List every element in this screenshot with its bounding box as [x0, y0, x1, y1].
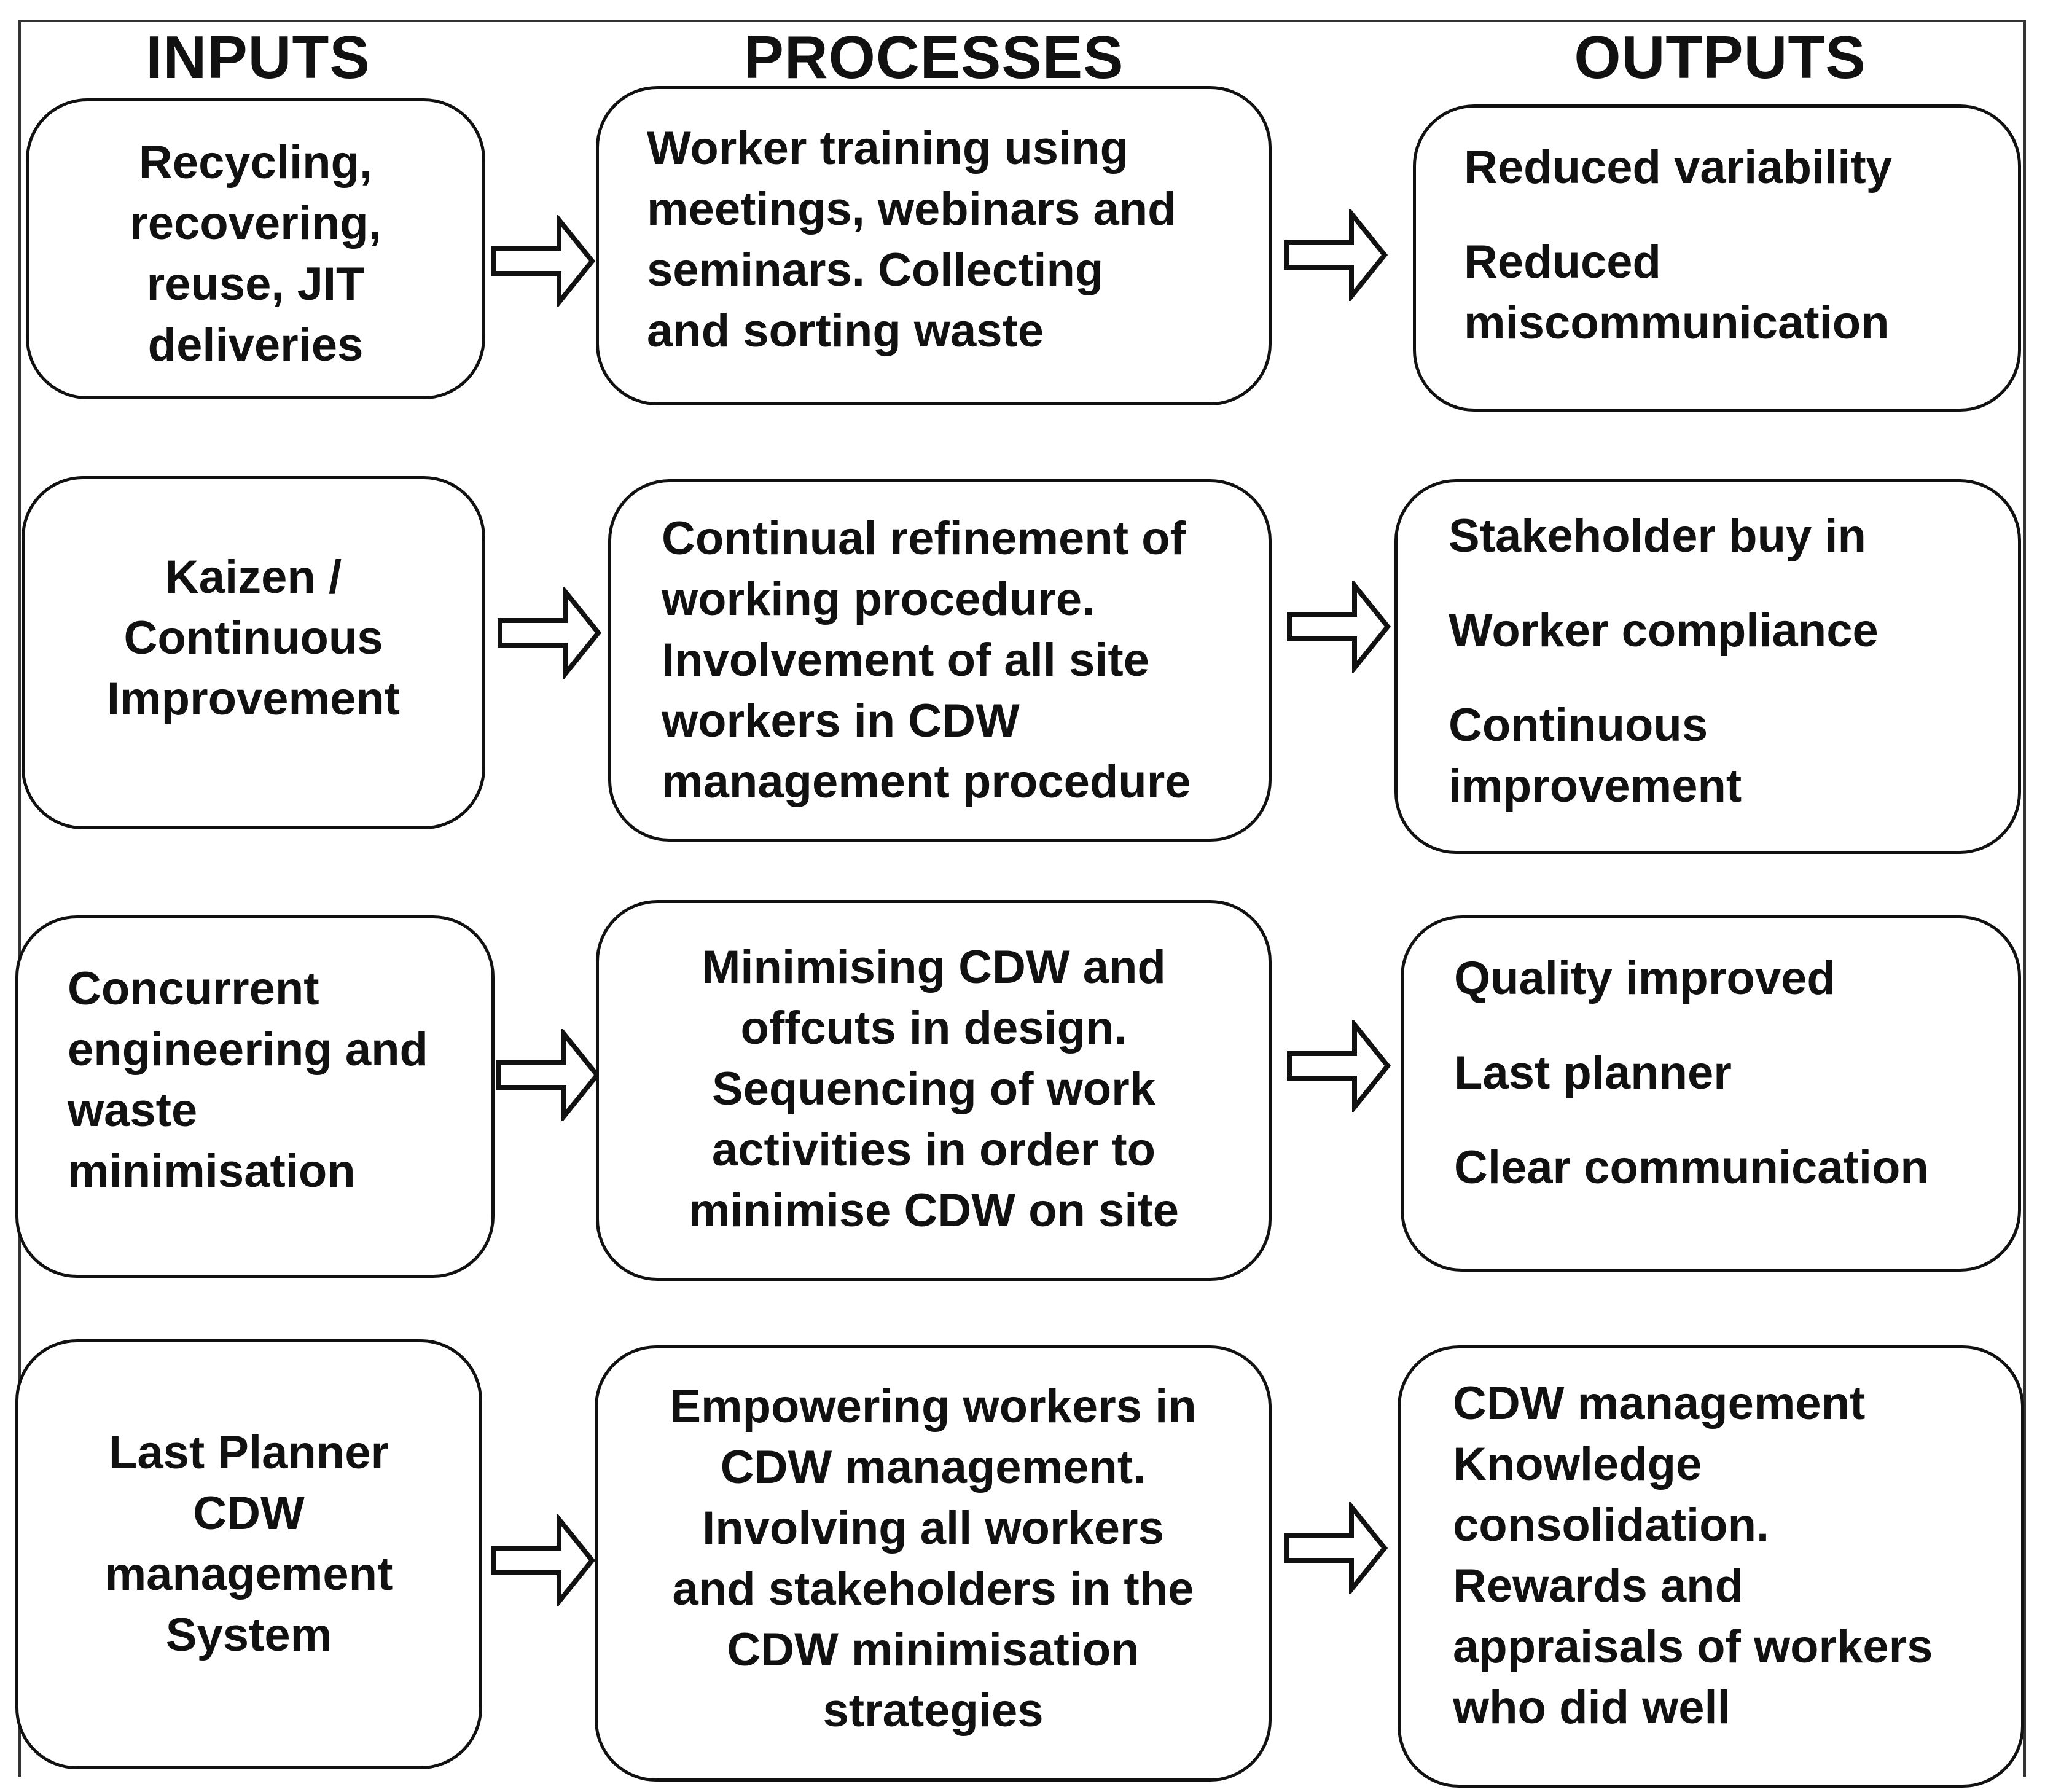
output-item: Quality improved	[1454, 952, 1836, 1004]
text-line: Continual refinement of	[662, 512, 1186, 565]
text-line: working procedure.	[662, 573, 1095, 625]
input-text-2: Kaizen / Continuous Improvement	[25, 547, 482, 729]
process-box-3: Minimising CDW and offcuts in design. Se…	[596, 900, 1272, 1281]
output-item: Continuous	[1449, 699, 1708, 751]
text-line: and stakeholders in the	[672, 1563, 1194, 1615]
text-line: engineering and	[68, 1023, 428, 1076]
arrow-right-icon	[498, 587, 602, 679]
text-line: strategies	[823, 1684, 1044, 1737]
text-line: management procedure	[662, 756, 1191, 808]
text-line: Worker training using	[647, 122, 1129, 174]
text-line: deliveries	[147, 319, 364, 371]
output-item: miscommunication	[1464, 297, 1890, 349]
input-text-3: Concurrent engineering and waste minimis…	[68, 958, 428, 1202]
text-line: management	[104, 1548, 393, 1600]
output-box-3: Quality improved Last planner Clear comm…	[1401, 915, 2021, 1272]
output-item: Worker compliance	[1449, 605, 1879, 657]
input-box-3: Concurrent engineering and waste minimis…	[15, 915, 495, 1278]
text-line: Minimising CDW and	[702, 941, 1166, 993]
text-line: Recycling,	[138, 136, 373, 189]
input-text-1: Recycling, recovering, reuse, JIT delive…	[29, 132, 482, 375]
output-item: Stakeholder buy in	[1449, 510, 1866, 562]
text-line: System	[165, 1609, 332, 1661]
text-line: Involvement of all site	[662, 634, 1149, 686]
output-text-2: Stakeholder buy in Worker compliance Con…	[1449, 506, 1879, 816]
processes-header: PROCESSES	[743, 23, 1124, 91]
text-line: appraisals of workers	[1453, 1621, 1933, 1673]
output-item: Reduced variability	[1464, 141, 1892, 194]
output-item: Reduced	[1464, 236, 1661, 288]
text-line: Rewards and	[1453, 1560, 1744, 1612]
text-line: Last Planner	[108, 1426, 389, 1479]
output-item: Last planner	[1454, 1047, 1732, 1099]
text-line: workers in CDW	[662, 695, 1020, 747]
text-line: CDW management.	[720, 1441, 1146, 1493]
text-line: Improvement	[106, 673, 401, 725]
text-line: Kaizen /	[165, 551, 342, 603]
text-line: minimise CDW on site	[688, 1184, 1179, 1237]
text-line: Empowering workers in	[670, 1380, 1197, 1433]
process-text-3: Minimising CDW and offcuts in design. Se…	[599, 937, 1269, 1241]
input-box-2: Kaizen / Continuous Improvement	[22, 476, 485, 829]
output-text-3: Quality improved Last planner Clear comm…	[1454, 948, 1929, 1198]
text-line: Knowledge	[1453, 1438, 1702, 1490]
text-line: CDW minimisation	[727, 1624, 1140, 1676]
arrow-right-icon	[1287, 581, 1391, 673]
text-line: offcuts in design.	[740, 1002, 1127, 1054]
text-line: consolidation.	[1453, 1499, 1770, 1551]
arrow-right-icon	[1284, 209, 1388, 301]
input-box-1: Recycling, recovering, reuse, JIT delive…	[26, 98, 485, 399]
process-text-4: Empowering workers in CDW management. In…	[598, 1376, 1269, 1741]
process-box-4: Empowering workers in CDW management. In…	[595, 1345, 1272, 1782]
text-line: waste	[68, 1084, 198, 1137]
output-item: improvement	[1449, 760, 1742, 812]
text-line: Sequencing of work	[711, 1063, 1156, 1115]
text-line: and sorting waste	[647, 305, 1044, 357]
text-line: Concurrent	[68, 963, 319, 1015]
text-line: CDW	[193, 1487, 305, 1540]
text-line: minimisation	[68, 1145, 356, 1197]
outputs-header: OUTPUTS	[1574, 23, 1866, 91]
arrow-right-icon	[496, 1029, 601, 1121]
arrow-right-icon	[491, 1514, 596, 1606]
text-line: meetings, webinars and	[647, 183, 1176, 235]
output-item: Clear communication	[1454, 1141, 1929, 1194]
text-line: Continuous	[123, 612, 383, 664]
input-text-4: Last Planner CDW management System	[18, 1422, 479, 1665]
process-text-1: Worker training using meetings, webinars…	[647, 118, 1176, 361]
input-box-4: Last Planner CDW management System	[15, 1339, 482, 1769]
arrow-right-icon	[491, 215, 596, 307]
text-line: reuse, JIT	[146, 258, 365, 310]
output-text-4: CDW management Knowledge consolidation. …	[1453, 1373, 1933, 1738]
text-line: seminars. Collecting	[647, 244, 1104, 296]
output-text-1: Reduced variability Reduced miscommunica…	[1464, 137, 1892, 353]
output-box-1: Reduced variability Reduced miscommunica…	[1413, 104, 2021, 412]
text-line: activities in order to	[711, 1124, 1156, 1176]
output-box-4: CDW management Knowledge consolidation. …	[1398, 1345, 2024, 1788]
output-box-2: Stakeholder buy in Worker compliance Con…	[1394, 479, 2021, 854]
text-line: Involving all workers	[702, 1502, 1164, 1554]
process-box-1: Worker training using meetings, webinars…	[596, 86, 1272, 405]
process-text-2: Continual refinement of working procedur…	[662, 508, 1191, 812]
inputs-header: INPUTS	[146, 23, 370, 91]
diagram-frame	[18, 20, 2026, 1777]
text-line: who did well	[1453, 1681, 1730, 1734]
text-line: recovering,	[130, 197, 381, 249]
text-line: CDW management	[1453, 1377, 1866, 1430]
arrow-right-icon	[1287, 1020, 1391, 1112]
arrow-right-icon	[1284, 1502, 1388, 1594]
process-box-2: Continual refinement of working procedur…	[608, 479, 1272, 842]
